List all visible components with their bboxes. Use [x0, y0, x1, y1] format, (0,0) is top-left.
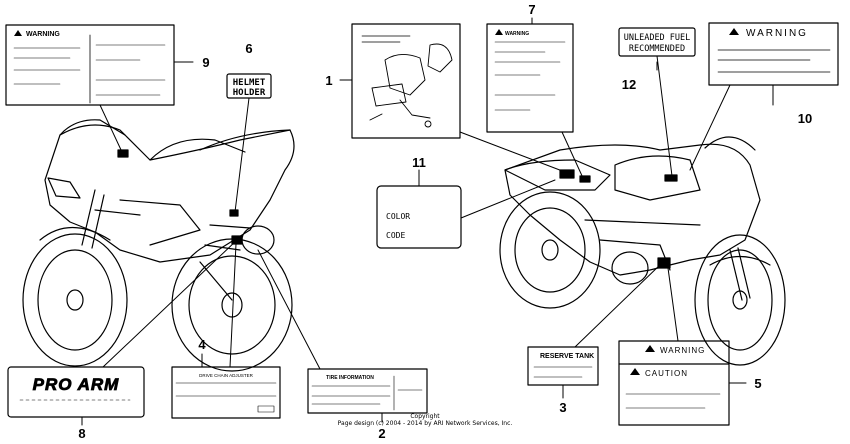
- label-7-title: WARNING: [505, 31, 529, 37]
- warning-triangle-icon: [645, 345, 655, 352]
- reserve-tank-title: RESERVE TANK: [540, 353, 594, 360]
- label-4-drive-chain: [171, 366, 281, 419]
- callout-10: 10: [798, 111, 812, 126]
- unleaded-line1: UNLEADED FUEL: [624, 33, 691, 43]
- leader-lines: [81, 17, 774, 426]
- warning-triangle-icon: [495, 29, 503, 35]
- callout-11: 11: [412, 155, 426, 170]
- motorcycle-left: [22, 119, 295, 372]
- label-9-warning: [5, 24, 175, 106]
- helmet-holder-line2: HOLDER: [233, 88, 266, 98]
- label-2-tire-info: [307, 368, 428, 414]
- tire-info-title: TIRE INFORMATION: [326, 375, 374, 381]
- label-9-title: WARNING: [26, 31, 60, 38]
- callout-9: 9: [202, 55, 209, 70]
- pro-arm-logo: PRO ARM: [33, 375, 120, 394]
- color-code-line1: COLOR: [386, 212, 410, 221]
- label-1-pictorial: [351, 23, 461, 139]
- warning-triangles: [14, 28, 739, 375]
- callout-6: 6: [245, 41, 252, 56]
- caution-triangle-icon: [630, 368, 640, 375]
- warning-triangle-icon: [729, 28, 739, 35]
- label-10-title: WARNING: [746, 28, 808, 39]
- callout-4: 4: [198, 337, 206, 352]
- copyright-line2: Page design (c) 2004 - 2014 by ARI Netwo…: [338, 420, 513, 427]
- copyright-line1: Copyright: [410, 413, 440, 420]
- warning-triangle-icon: [14, 30, 22, 36]
- callout-3: 3: [559, 400, 566, 415]
- label-8-pro-arm: [7, 366, 145, 418]
- callout-7: 7: [528, 2, 535, 17]
- callout-8: 8: [78, 426, 85, 441]
- label-7-warning: [486, 23, 574, 133]
- unleaded-line2: RECOMMENDED: [629, 44, 685, 54]
- callout-5: 5: [754, 376, 761, 391]
- label-5-caution: CAUTION: [645, 369, 688, 378]
- callout-2: 2: [378, 426, 385, 441]
- drive-chain-title: DRIVE CHAIN ADJUSTER: [199, 373, 254, 378]
- motorcycle-right: [499, 136, 786, 366]
- callout-1: 1: [325, 73, 332, 88]
- helmet-holder-line1: HELMET: [233, 78, 266, 88]
- color-code-line2: CODE: [386, 231, 405, 240]
- callout-12: 12: [622, 77, 636, 92]
- label-5-warning: WARNING: [660, 346, 705, 355]
